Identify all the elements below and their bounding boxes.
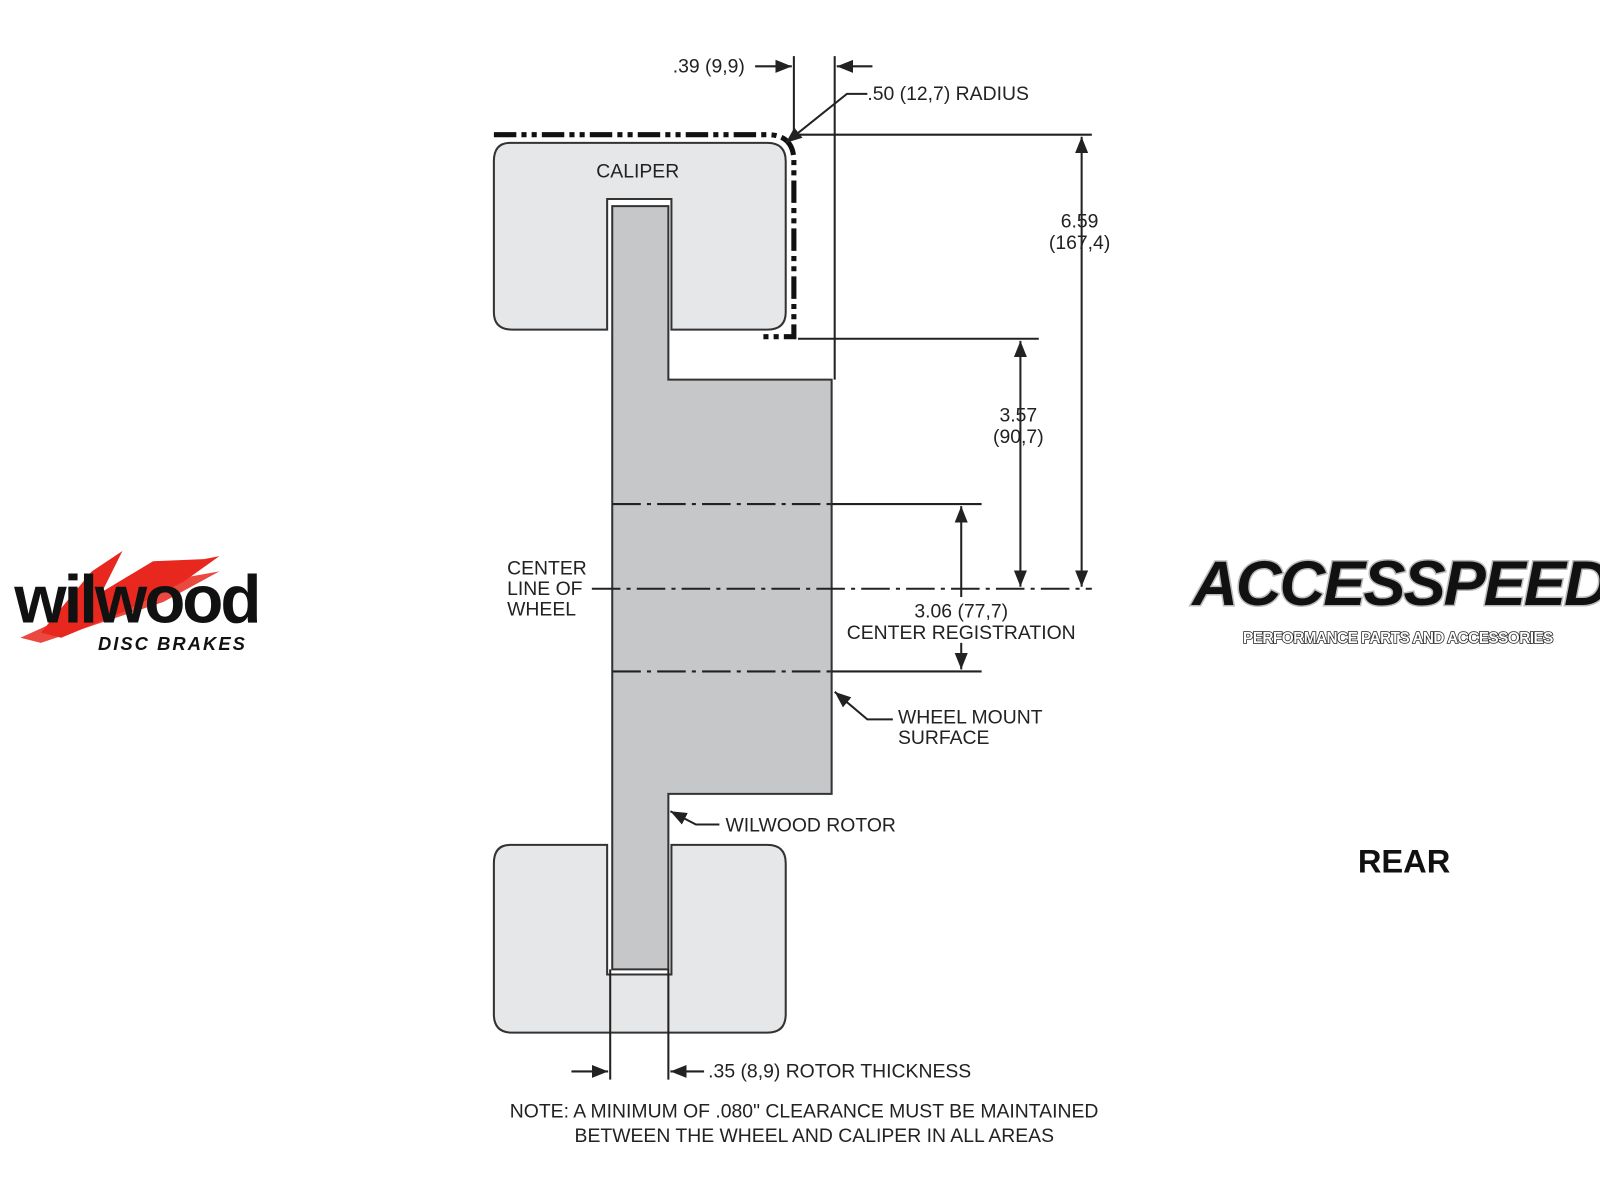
caliper-label: CALIPER <box>596 161 679 183</box>
wheel-mount-label-2: SURFACE <box>898 727 990 749</box>
overall-dimension-mm: (167,4) <box>1049 232 1110 254</box>
wilwood-logo-text: wilwood <box>13 562 258 637</box>
accespeed-logo-text: ACCESSPEED <box>1190 549 1600 619</box>
center-line-label-2: LINE OF <box>507 578 583 600</box>
dimension-lines <box>571 56 1092 1080</box>
view-label: REAR <box>1358 842 1451 879</box>
note-line-2: BETWEEN THE WHEEL AND CALIPER IN ALL ARE… <box>575 1125 1055 1147</box>
center-line-label-3: WHEEL <box>507 598 576 620</box>
caliper-bottom <box>492 843 787 1034</box>
caliper-top <box>492 141 787 331</box>
accespeed-logo: ACCESSPEED PERFORMANCE PARTS AND ACCESSO… <box>1189 548 1600 648</box>
center-line-label-1: CENTER <box>507 557 587 579</box>
radius-dimension: .50 (12,7) RADIUS <box>867 83 1029 105</box>
inner-dimension-mm: (90,7) <box>993 426 1044 448</box>
rotor <box>611 205 833 971</box>
registration-dimension: 3.06 (77,7) <box>914 600 1008 622</box>
accespeed-logo-subtitle: PERFORMANCE PARTS AND ACCESSORIES <box>1243 630 1553 647</box>
offset-dimension: .39 (9,9) <box>673 55 745 77</box>
clearance-envelope <box>493 132 797 340</box>
note-line-1: NOTE: A MINIMUM OF .080" CLEARANCE MUST … <box>510 1100 1099 1122</box>
rotor-thickness-label: .35 (8,9) ROTOR THICKNESS <box>708 1061 971 1083</box>
registration-label: CENTER REGISTRATION <box>847 622 1076 644</box>
rotor-label: WILWOOD ROTOR <box>726 815 896 837</box>
wilwood-logo: wilwood DISC BRAKES <box>13 551 261 654</box>
inner-dimension-in: 3.57 <box>1000 404 1038 426</box>
wilwood-logo-subtitle: DISC BRAKES <box>98 633 247 654</box>
wheel-mount-label-1: WHEEL MOUNT <box>898 706 1043 728</box>
overall-dimension-in: 6.59 <box>1061 211 1099 233</box>
